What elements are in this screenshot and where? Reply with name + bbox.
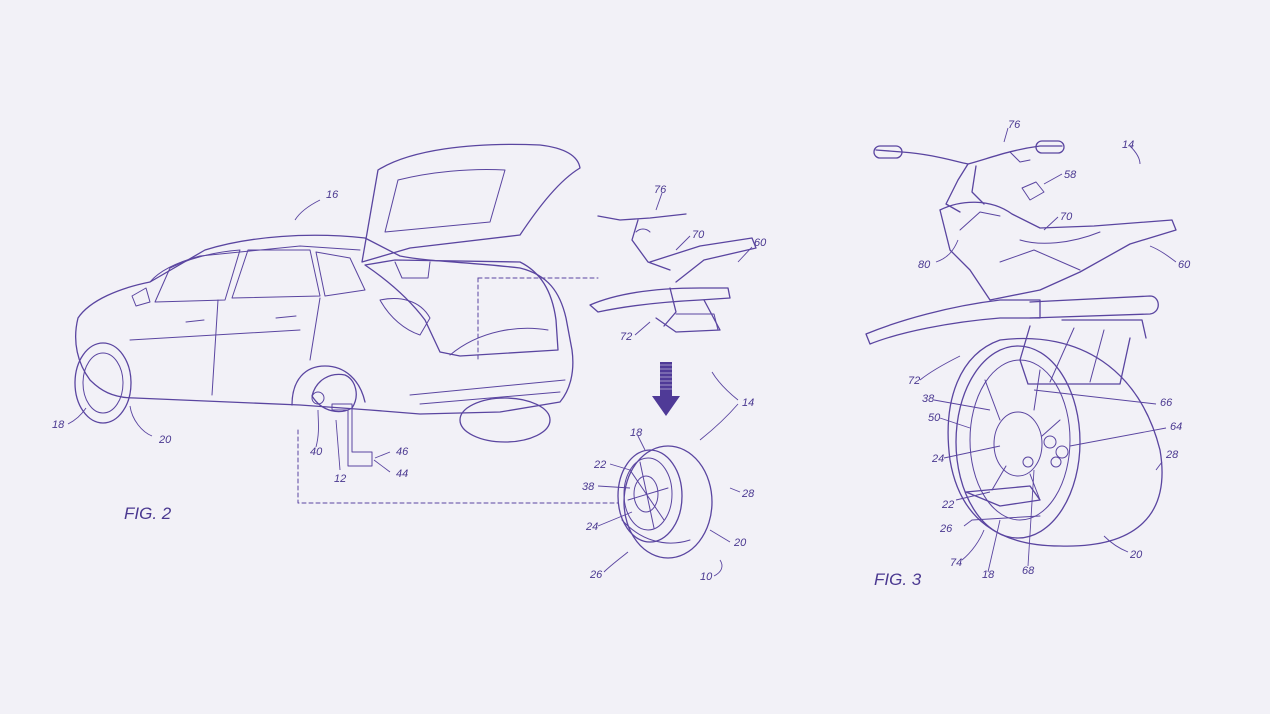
- ref-18: 18: [52, 419, 65, 431]
- ref-24-fig3: 24: [931, 453, 944, 465]
- ref-38: 38: [582, 481, 595, 493]
- ref-26: 26: [589, 569, 603, 581]
- ref-10: 10: [700, 571, 713, 583]
- ref-24: 24: [585, 521, 598, 533]
- ref-28: 28: [741, 488, 755, 500]
- fig2-reference-numerals: 16 18 20 40 12 46 44 76 70 60 72 14 18 2…: [52, 184, 767, 583]
- ref-68: 68: [1022, 565, 1035, 577]
- figure-label-fig3: FIG. 3: [874, 570, 922, 589]
- ref-60-fig3: 60: [1178, 259, 1191, 271]
- ref-18-fig3: 18: [982, 569, 995, 581]
- ref-64: 64: [1170, 421, 1182, 433]
- ref-14: 14: [742, 397, 754, 409]
- unicycle-large: [865, 140, 1177, 547]
- ref-72: 72: [620, 331, 632, 343]
- ref-70: 70: [692, 229, 705, 241]
- ref-80: 80: [918, 259, 931, 271]
- ref-20b: 20: [733, 537, 747, 549]
- down-arrow-icon: [652, 362, 680, 416]
- ref-40: 40: [310, 446, 323, 458]
- leader-lines: [67, 127, 1177, 577]
- ref-72-fig3: 72: [908, 375, 920, 387]
- ref-60: 60: [754, 237, 767, 249]
- figure-label-fig2: FIG. 2: [124, 504, 172, 523]
- ref-26-fig3: 26: [939, 523, 953, 535]
- ref-20-fig3: 20: [1129, 549, 1143, 561]
- ref-16: 16: [326, 189, 339, 201]
- ref-66: 66: [1160, 397, 1173, 409]
- ref-22: 22: [593, 459, 606, 471]
- ref-38-fig3: 38: [922, 393, 935, 405]
- ref-74: 74: [950, 557, 962, 569]
- car-drawing: [74, 143, 581, 467]
- ref-46: 46: [396, 446, 409, 458]
- ref-44: 44: [396, 468, 408, 480]
- ref-22-fig3: 22: [941, 499, 954, 511]
- reference-dashed-lines: [297, 277, 619, 504]
- ref-12: 12: [334, 473, 346, 485]
- ref-20: 20: [158, 434, 172, 446]
- ref-76: 76: [654, 184, 667, 196]
- ref-14-fig3: 14: [1122, 139, 1134, 151]
- ref-58: 58: [1064, 169, 1077, 181]
- fig3-reference-numerals: 76 14 58 70 80 60 72 38 50 66 64 24 28 2…: [874, 119, 1191, 589]
- wheel-assembly-small: [617, 445, 713, 559]
- ref-76-fig3: 76: [1008, 119, 1021, 131]
- ref-70-fig3: 70: [1060, 211, 1073, 223]
- ref-18b: 18: [630, 427, 643, 439]
- ref-28-fig3: 28: [1165, 449, 1179, 461]
- ref-50: 50: [928, 412, 941, 424]
- unicycle-frame-small: [589, 213, 757, 333]
